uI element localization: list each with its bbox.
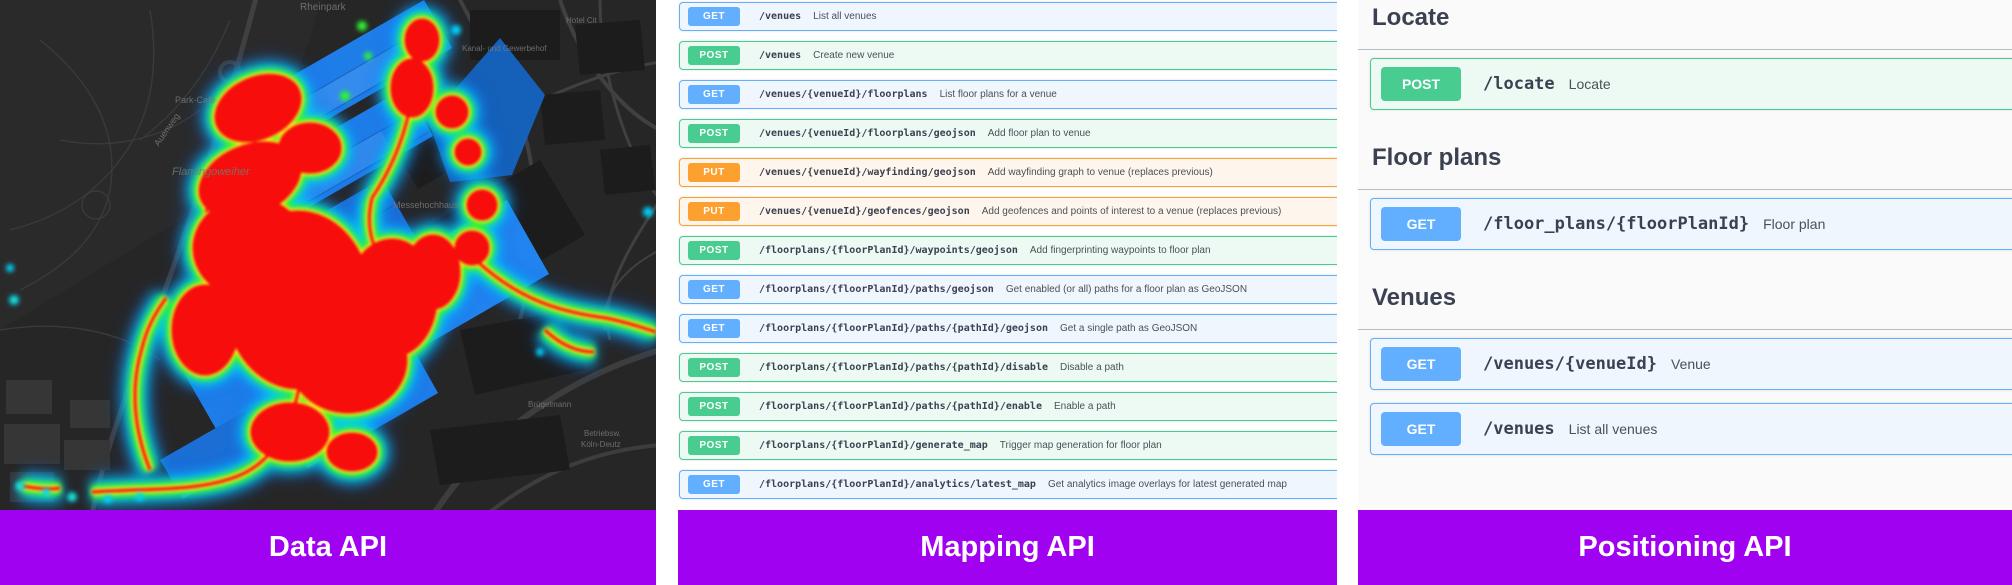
endpoint-description: Locate: [1568, 76, 1611, 92]
endpoint-path: /floor_plans/{floorPlanId}: [1483, 214, 1750, 234]
method-badge: PUT: [688, 163, 740, 182]
mapping-api-banner: Mapping API: [678, 510, 1337, 585]
heat-specks: [6, 21, 653, 503]
endpoint-description: Get enabled (or all) paths for a floor p…: [1005, 284, 1248, 295]
endpoint-row[interactable]: POST /floorplans/{floorPlanId}/paths/{pa…: [679, 392, 1337, 421]
endpoint-list: GET /venues List all venues POST /venues…: [678, 0, 1337, 499]
endpoint-row[interactable]: POST /floorplans/{floorPlanId}/paths/{pa…: [679, 353, 1337, 382]
section-endpoints: GET /floor_plans/{floorPlanId} Floor pla…: [1358, 198, 2012, 250]
endpoint-path: /venues/{venueId}: [1483, 354, 1657, 374]
endpoint-description: List floor plans for a venue: [939, 89, 1057, 100]
endpoint-description: Get analytics image overlays for latest …: [1047, 479, 1287, 490]
method-badge: POST: [688, 397, 740, 416]
endpoint-path: /venues/{venueId}/geofences/geojson: [759, 206, 970, 217]
api-section: Locate POST /locate Locate: [1358, 4, 2012, 110]
endpoint-path: /venues: [759, 11, 802, 22]
method-badge: POST: [688, 358, 740, 377]
method-badge: GET: [1381, 207, 1461, 241]
method-badge: GET: [1381, 412, 1461, 446]
endpoint-path: /floorplans/{floorPlanId}/waypoints/geoj…: [759, 245, 1018, 256]
endpoint-row[interactable]: POST /locate Locate: [1370, 58, 2012, 110]
mapping-api-panel: GET /venues List all venues POST /venues…: [678, 0, 1337, 585]
section-list: Locate POST /locate Locate Floor plans G…: [1358, 0, 2012, 455]
endpoint-path: /locate: [1483, 74, 1555, 94]
method-badge: GET: [688, 319, 740, 338]
endpoint-description: List all venues: [1568, 421, 1658, 437]
section-title: Venues: [1372, 284, 1457, 311]
endpoint-description: Trigger map generation for floor plan: [999, 440, 1162, 451]
endpoint-row[interactable]: POST /venues/{venueId}/floorplans/geojso…: [679, 119, 1337, 148]
endpoint-description: List all venues: [813, 11, 877, 22]
endpoint-description: Add geofences and points of interest to …: [981, 206, 1282, 217]
endpoint-row[interactable]: GET /venues List all venues: [1370, 403, 2012, 455]
positioning-api-panel: Locate POST /locate Locate Floor plans G…: [1358, 0, 2012, 585]
section-title: Floor plans: [1372, 144, 1502, 171]
data-api-banner: Data API: [0, 510, 656, 585]
endpoint-description: Create new venue: [813, 50, 895, 61]
api-section: Floor plans GET /floor_plans/{floorPlanI…: [1358, 144, 2012, 250]
api-section: Venues GET /venues/{venueId} Venue GET /…: [1358, 284, 2012, 455]
endpoint-description: Disable a path: [1059, 362, 1124, 373]
method-badge: POST: [688, 124, 740, 143]
endpoint-description: Get a single path as GeoJSON: [1059, 323, 1198, 334]
endpoint-path: /floorplans/{floorPlanId}/paths/{pathId}…: [759, 362, 1048, 373]
positioning-api-banner: Positioning API: [1358, 510, 2012, 585]
endpoint-row[interactable]: GET /venues List all venues: [679, 2, 1337, 31]
method-badge: GET: [688, 280, 740, 299]
endpoint-path: /venues/{venueId}/wayfinding/geojson: [759, 167, 976, 178]
endpoint-path: /venues/{venueId}/floorplans: [759, 89, 928, 100]
endpoint-description: Enable a path: [1053, 401, 1116, 412]
endpoint-path: /floorplans/{floorPlanId}/analytics/late…: [759, 479, 1036, 490]
heatmap-svg: [0, 0, 656, 510]
endpoint-row[interactable]: PUT /venues/{venueId}/wayfinding/geojson…: [679, 158, 1337, 187]
method-badge: GET: [1381, 347, 1461, 381]
endpoint-row[interactable]: POST /floorplans/{floorPlanId}/waypoints…: [679, 236, 1337, 265]
method-badge: PUT: [688, 202, 740, 221]
section-title: Locate: [1372, 4, 1450, 31]
method-badge: GET: [688, 475, 740, 494]
endpoint-row[interactable]: GET /floorplans/{floorPlanId}/paths/{pat…: [679, 314, 1337, 343]
endpoint-description: Add fingerprinting waypoints to floor pl…: [1029, 245, 1211, 256]
endpoint-row[interactable]: GET /venues/{venueId} Venue: [1370, 338, 2012, 390]
section-endpoints: POST /locate Locate: [1358, 58, 2012, 110]
endpoint-path: /floorplans/{floorPlanId}/paths/{pathId}…: [759, 401, 1042, 412]
endpoint-row[interactable]: GET /floor_plans/{floorPlanId} Floor pla…: [1370, 198, 2012, 250]
endpoint-row[interactable]: GET /floorplans/{floorPlanId}/analytics/…: [679, 470, 1337, 499]
endpoint-row[interactable]: GET /venues/{venueId}/floorplans List fl…: [679, 80, 1337, 109]
mapping-api-banner-label: Mapping API: [920, 531, 1095, 563]
endpoint-description: Add wayfinding graph to venue (replaces …: [987, 167, 1213, 178]
endpoint-row[interactable]: POST /venues Create new venue: [679, 41, 1337, 70]
endpoint-path: /floorplans/{floorPlanId}/paths/geojson: [759, 284, 994, 295]
endpoint-path: /venues: [1483, 419, 1555, 439]
endpoint-row[interactable]: POST /floorplans/{floorPlanId}/generate_…: [679, 431, 1337, 460]
method-badge: POST: [1381, 67, 1461, 101]
method-badge: POST: [688, 46, 740, 65]
section-endpoints: GET /venues/{venueId} Venue GET /venues …: [1358, 338, 2012, 455]
section-divider: [1358, 329, 2012, 330]
endpoint-path: /floorplans/{floorPlanId}/generate_map: [759, 440, 988, 451]
positioning-api-banner-label: Positioning API: [1578, 531, 1792, 563]
endpoint-path: /floorplans/{floorPlanId}/paths/{pathId}…: [759, 323, 1048, 334]
method-badge: POST: [688, 241, 740, 260]
method-badge: GET: [688, 85, 740, 104]
endpoint-path: /venues: [759, 50, 802, 61]
endpoint-description: Add floor plan to venue: [987, 128, 1091, 139]
method-badge: GET: [688, 7, 740, 26]
endpoint-row[interactable]: PUT /venues/{venueId}/geofences/geojson …: [679, 197, 1337, 226]
data-api-banner-label: Data API: [268, 531, 388, 563]
endpoint-row[interactable]: GET /floorplans/{floorPlanId}/paths/geoj…: [679, 275, 1337, 304]
endpoint-description: Venue: [1671, 356, 1711, 372]
endpoint-description: Floor plan: [1763, 216, 1826, 232]
section-divider: [1358, 189, 2012, 190]
method-badge: POST: [688, 436, 740, 455]
endpoint-path: /venues/{venueId}/floorplans/geojson: [759, 128, 976, 139]
section-divider: [1358, 49, 2012, 50]
